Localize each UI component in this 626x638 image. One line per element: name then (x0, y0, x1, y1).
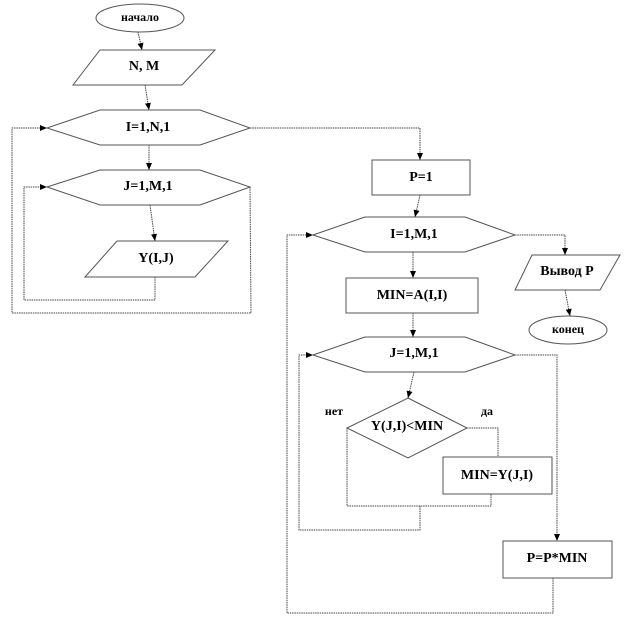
arrow-loop-j-to-condition (406, 371, 415, 399)
input-nm-label: N, M (129, 59, 159, 74)
arrow-p-init-to-loop-i-m (413, 194, 421, 218)
p-init-block: P=1 (371, 159, 471, 196)
start-label: начало (121, 10, 159, 24)
outer-loop-i-m-return (286, 232, 554, 614)
arrow-loop-i-exit-to-p-init (250, 127, 423, 160)
end-terminator: конец (528, 315, 608, 345)
loop-i-n-label: I=1,N,1 (126, 120, 171, 135)
arrow-input-to-loop-i (144, 84, 151, 111)
loop-i-n-block: I=1,N,1 (45, 109, 252, 146)
input-nm-block: N, M (71, 49, 217, 86)
p-mult-block: P=P*MIN (502, 540, 613, 579)
input-y-block: Y(I,J) (83, 240, 230, 278)
loop-i-m-label: I=1,M,1 (390, 227, 438, 242)
arrow-loop-exit-to-output (515, 234, 568, 255)
p-mult-label: P=P*MIN (527, 551, 588, 566)
loop-j-m-label-1: J=1,M,1 (123, 179, 172, 194)
output-p-block: Вывод P (514, 254, 621, 291)
condition-label: Y(J,I)<MIN (371, 419, 443, 434)
branch-yes-line (467, 427, 499, 457)
min-init-block: MIN=A(I,I) (345, 277, 479, 314)
arrow-start-to-input (137, 31, 144, 51)
inner-loop-j-return (298, 352, 421, 531)
input-y-label: Y(I,J) (138, 251, 174, 266)
arrow-loop-j-to-input-y (149, 204, 158, 242)
min-assign-block: MIN=Y(J,I) (442, 456, 553, 495)
loop-i-m-block: I=1,M,1 (311, 216, 517, 253)
outer-loop-return (11, 125, 252, 314)
p-init-label: P=1 (409, 170, 433, 185)
loop-j-m-label-2: J=1,M,1 (389, 346, 438, 361)
branch-yes-label: да (481, 404, 493, 418)
branch-no-label: нет (325, 404, 343, 418)
min-assign-label: MIN=Y(J,I) (461, 468, 533, 483)
connectors (11, 31, 572, 614)
min-init-label: MIN=A(I,I) (377, 288, 448, 303)
inner-loop-return (23, 184, 156, 301)
branch-no-line (346, 428, 492, 507)
loop-j-m-block-1: J=1,M,1 (45, 169, 252, 206)
loop-j-m-block-2: J=1,M,1 (311, 336, 517, 373)
output-p-label: Вывод P (540, 264, 594, 279)
end-label: конец (552, 322, 584, 336)
arrow-loop-j-exit-to-p-mult (515, 354, 560, 541)
start-terminator: начало (95, 3, 185, 33)
condition-block: Y(J,I)<MIN (345, 397, 469, 459)
arrow-output-to-end (564, 289, 572, 317)
